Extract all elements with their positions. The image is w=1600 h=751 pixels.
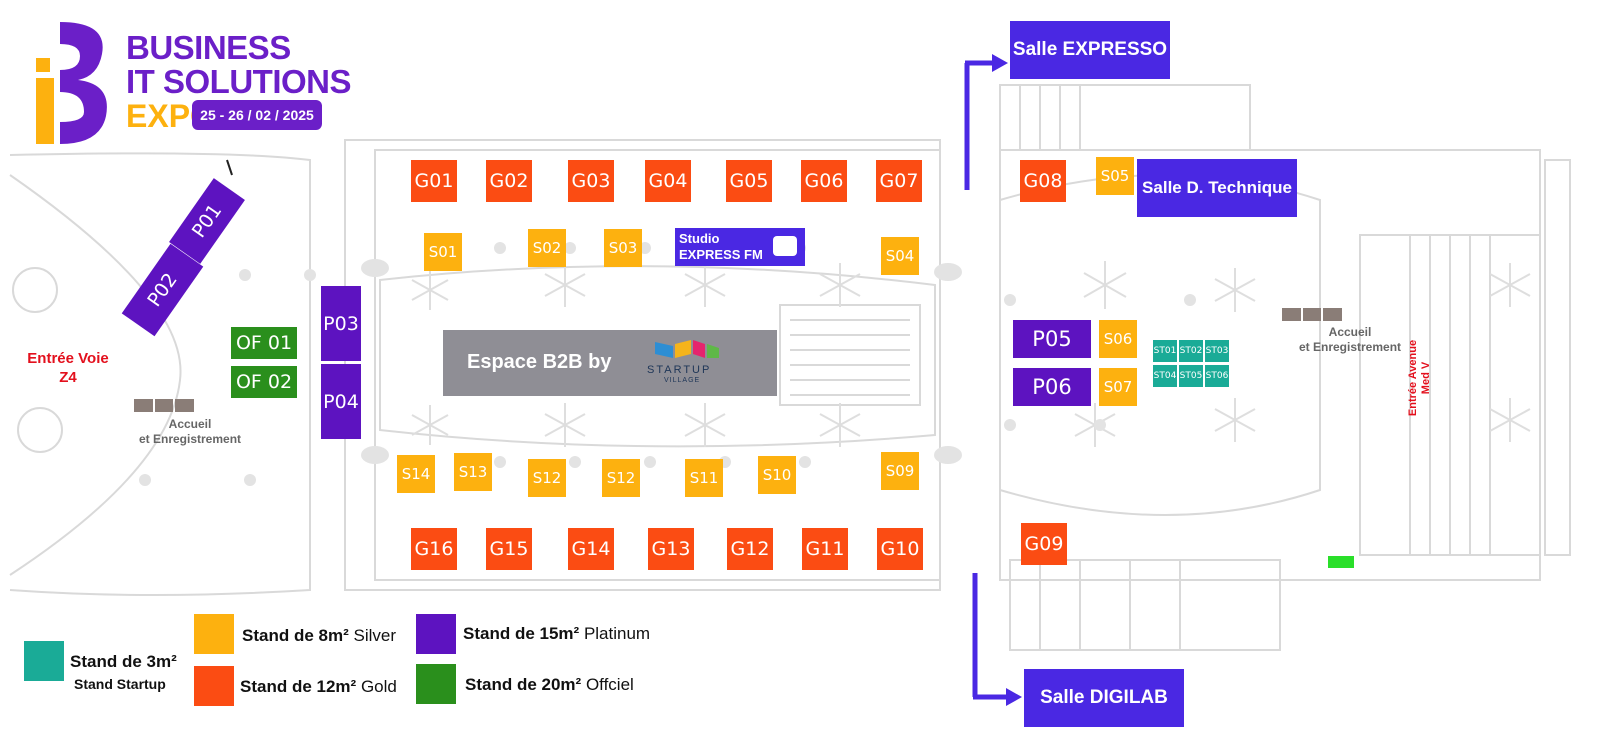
stand-s10[interactable]: S10 bbox=[758, 456, 796, 494]
startup-village-logo-icon bbox=[655, 340, 719, 358]
espace-b2b[interactable]: Espace B2B by STARTUP VILLAGE bbox=[443, 330, 777, 396]
stand-g11[interactable]: G11 bbox=[802, 528, 848, 570]
legend-gold: Stand de 12m² Gold bbox=[240, 677, 397, 696]
entry-left-line-1: Entrée Voie bbox=[27, 350, 109, 367]
startup-village-brand: STARTUP bbox=[647, 364, 712, 376]
entry-left-line-2: Z4 bbox=[59, 369, 77, 386]
stand-p04[interactable]: P04 bbox=[321, 364, 361, 439]
reception-right: Accueil et Enregistrement bbox=[1290, 325, 1410, 355]
studio-express-fm[interactable]: Studio EXPRESS FM bbox=[675, 228, 805, 266]
logo-title-line-2: IT SOLUTIONS bbox=[126, 63, 352, 100]
stand-s13[interactable]: S13 bbox=[454, 453, 492, 491]
stand-g07[interactable]: G07 bbox=[876, 160, 922, 202]
stand-g01[interactable]: G01 bbox=[411, 160, 457, 202]
stand-g06[interactable]: G06 bbox=[801, 160, 847, 202]
stand-g13[interactable]: G13 bbox=[648, 528, 694, 570]
stand-g16[interactable]: G16 bbox=[411, 528, 457, 570]
legend-official: Stand de 20m² Offciel bbox=[465, 675, 634, 694]
logo-mark-icon bbox=[36, 22, 107, 144]
legend-startup-sub: Stand Startup bbox=[74, 676, 166, 692]
stand-g03[interactable]: G03 bbox=[568, 160, 614, 202]
studio-label-line-1: Studio bbox=[679, 231, 720, 246]
stand-g02[interactable]: G02 bbox=[486, 160, 532, 202]
stand-g04[interactable]: G04 bbox=[645, 160, 691, 202]
stand-g05[interactable]: G05 bbox=[726, 160, 772, 202]
legend-swatch-startup bbox=[24, 641, 64, 681]
espace-b2b-label: Espace B2B by bbox=[467, 351, 612, 373]
reception-left: Accueil et Enregistrement bbox=[130, 417, 250, 447]
stand-s07[interactable]: S07 bbox=[1099, 368, 1137, 406]
stand-s09[interactable]: S09 bbox=[881, 452, 919, 490]
legend-swatch-gold bbox=[194, 666, 234, 706]
stand-of01[interactable]: OF 01 bbox=[231, 327, 297, 359]
stand-s14[interactable]: S14 bbox=[397, 455, 435, 493]
room-digilab[interactable]: Salle DIGILAB bbox=[1024, 669, 1184, 727]
stand-s06[interactable]: S06 bbox=[1099, 320, 1137, 358]
reception-left-line-2: et Enregistrement bbox=[138, 432, 242, 446]
legend-silver: Stand de 8m² Silver bbox=[242, 626, 396, 645]
stand-g15[interactable]: G15 bbox=[486, 528, 532, 570]
legend-swatch-silver bbox=[194, 614, 234, 654]
entry-left[interactable]: Entrée Voie Z4 bbox=[18, 349, 118, 387]
stand-g08[interactable]: G08 bbox=[1020, 160, 1066, 202]
stand-g14[interactable]: G14 bbox=[568, 528, 614, 570]
studio-label-line-2: EXPRESS FM bbox=[679, 247, 763, 262]
reception-counter-right bbox=[1282, 308, 1343, 321]
logo-title-line-1: BUSINESS bbox=[126, 29, 291, 66]
stand-st04[interactable]: ST04 bbox=[1153, 365, 1177, 387]
event-dates-badge: 25 - 26 / 02 / 2025 bbox=[192, 100, 322, 130]
startup-village-sub: VILLAGE bbox=[664, 377, 701, 384]
stand-s02[interactable]: S02 bbox=[528, 229, 566, 267]
stand-s05[interactable]: S05 bbox=[1096, 157, 1134, 195]
stand-p03[interactable]: P03 bbox=[321, 286, 361, 361]
room-technique[interactable]: Salle D. Technique bbox=[1137, 159, 1297, 217]
reception-right-line-2: et Enregistrement bbox=[1298, 340, 1402, 354]
legend-platinum: Stand de 15m² Platinum bbox=[463, 624, 651, 643]
stand-of02[interactable]: OF 02 bbox=[231, 366, 297, 398]
event-logo bbox=[30, 18, 110, 146]
legend-swatch-platinum bbox=[416, 614, 456, 654]
studio-logo-icon bbox=[773, 236, 797, 256]
entry-right-line-2: Med V bbox=[1420, 361, 1432, 395]
stand-s03[interactable]: S03 bbox=[604, 229, 642, 267]
entry-right[interactable]: Entrée Avenue Med V bbox=[1407, 328, 1433, 428]
stand-s04[interactable]: S04 bbox=[881, 237, 919, 275]
stand-st05[interactable]: ST05 bbox=[1179, 365, 1203, 387]
stand-s11[interactable]: S11 bbox=[685, 459, 723, 497]
legend-startup-title: Stand de 3m² bbox=[70, 652, 177, 671]
stand-st02[interactable]: ST02 bbox=[1179, 340, 1203, 362]
stand-s01[interactable]: S01 bbox=[424, 233, 462, 271]
room-expresso[interactable]: Salle EXPRESSO bbox=[1010, 21, 1170, 79]
stand-p06[interactable]: P06 bbox=[1013, 368, 1091, 406]
stand-s12-left[interactable]: S12 bbox=[528, 459, 566, 497]
stand-g09[interactable]: G09 bbox=[1021, 523, 1067, 565]
stand-st03[interactable]: ST03 bbox=[1205, 340, 1229, 362]
stand-s12-right[interactable]: S12 bbox=[602, 459, 640, 497]
stand-g10[interactable]: G10 bbox=[877, 528, 923, 570]
stand-g12[interactable]: G12 bbox=[727, 528, 773, 570]
stand-st01[interactable]: ST01 bbox=[1153, 340, 1177, 362]
reception-right-line-1: Accueil bbox=[1328, 325, 1372, 339]
reception-counter-left bbox=[134, 399, 195, 412]
stand-st06[interactable]: ST06 bbox=[1205, 365, 1229, 387]
legend-swatch-official bbox=[416, 664, 456, 704]
reception-left-line-1: Accueil bbox=[168, 417, 212, 431]
stand-p05[interactable]: P05 bbox=[1013, 320, 1091, 358]
